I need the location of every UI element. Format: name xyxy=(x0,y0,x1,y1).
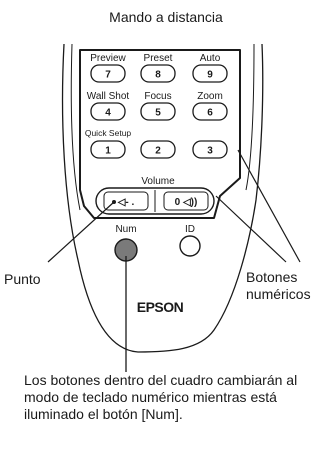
botones-label-line1: Botones xyxy=(246,269,297,285)
key-7-button[interactable] xyxy=(90,64,126,83)
punto-leader-line xyxy=(47,201,115,263)
punto-label: Punto xyxy=(4,271,41,287)
key-9-button[interactable] xyxy=(192,64,228,83)
button-caption-5: Focus xyxy=(144,91,171,102)
remote-inner-contour xyxy=(70,43,81,211)
button-caption-6: Zoom xyxy=(197,91,223,102)
key-1-digit: 1 xyxy=(105,146,111,157)
botones-label-line2: numéricos xyxy=(246,286,311,302)
key-8-button[interactable] xyxy=(140,64,176,83)
key-5-button[interactable] xyxy=(140,102,176,121)
button-caption-8: Preset xyxy=(144,53,173,64)
volume-up-button[interactable] xyxy=(163,191,209,211)
key-4-button[interactable] xyxy=(90,102,126,121)
volume-label: Volume xyxy=(141,176,175,187)
key-3-button[interactable] xyxy=(192,140,228,159)
button-caption-4: Wall Shot xyxy=(87,91,130,102)
volume-up-label: 0 ◁)) xyxy=(175,197,198,208)
button-caption-7: Preview xyxy=(90,53,126,64)
volume-down-label: ◁- . xyxy=(117,197,135,208)
key-9-digit: 9 xyxy=(207,70,213,81)
key-2-button[interactable] xyxy=(140,140,176,159)
diagram-title: Mando a distancia xyxy=(109,9,223,25)
brand-logo: EPSON xyxy=(137,299,184,315)
remote-inner-contour-right xyxy=(245,43,255,191)
key-1-button[interactable] xyxy=(90,140,126,159)
key-6-button[interactable] xyxy=(192,102,228,121)
volume-down-button[interactable] xyxy=(103,191,149,211)
id-label: ID xyxy=(185,224,195,235)
punto-dot-marker xyxy=(112,200,116,204)
button-caption-1: Quick Setup xyxy=(85,128,132,138)
key-5-digit: 5 xyxy=(155,108,161,119)
key-8-digit: 8 xyxy=(155,70,161,81)
key-7-digit: 7 xyxy=(105,70,111,81)
key-2-digit: 2 xyxy=(155,146,161,157)
num-label: Num xyxy=(115,224,136,235)
botones-leader-line-upper xyxy=(237,149,301,263)
botones-leader-line-lower xyxy=(215,195,287,263)
num-mode-note: Los botones dentro del cuadro cambiarán … xyxy=(24,372,298,422)
numeric-keys-box xyxy=(79,49,241,219)
key-3-digit: 3 xyxy=(207,146,213,157)
key-4-digit: 4 xyxy=(105,108,111,119)
key-6-digit: 6 xyxy=(207,108,213,119)
button-caption-9: Auto xyxy=(200,53,221,64)
id-button[interactable] xyxy=(179,235,201,257)
